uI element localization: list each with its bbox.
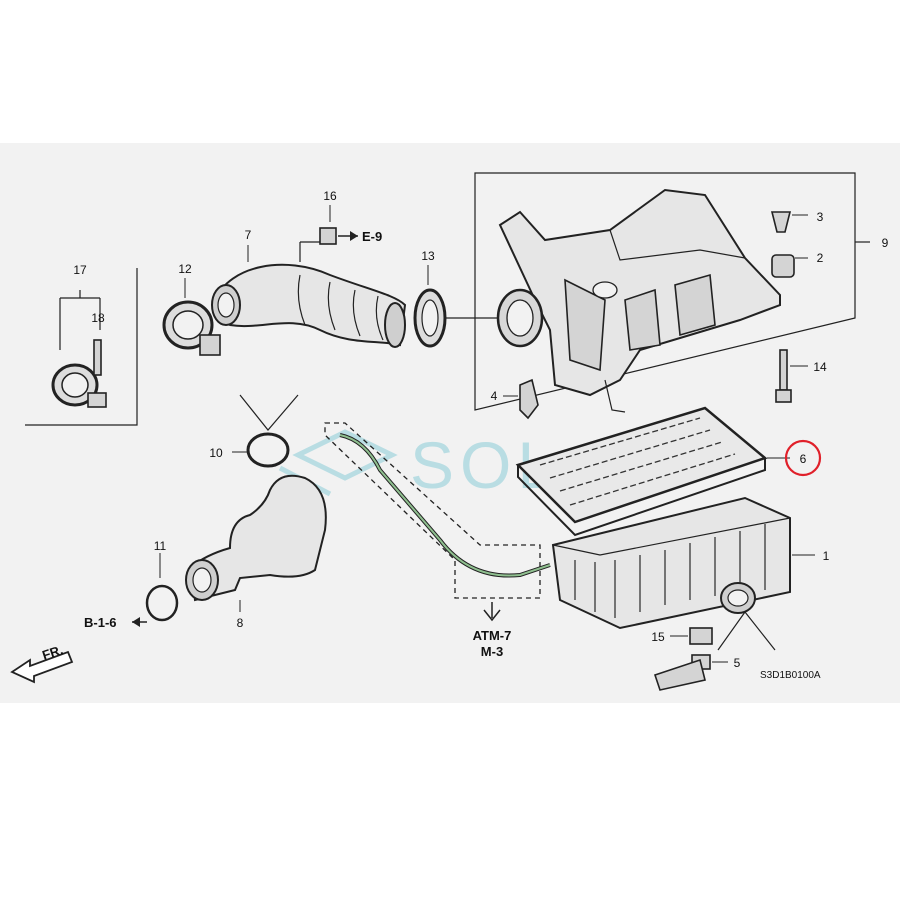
callout-15: 15 [651, 630, 665, 644]
callout-4: 4 [491, 389, 498, 403]
drain-parts [653, 611, 776, 691]
part-7-intake-duct [211, 241, 407, 348]
callout-10: 10 [209, 446, 223, 460]
callout-3: 3 [817, 210, 824, 224]
part-10-clamp [232, 394, 299, 468]
part-4-grommet [503, 378, 539, 420]
callout-2: 2 [817, 251, 824, 265]
part-6-air-filter [515, 406, 822, 537]
ref-e9: E-9 [362, 229, 382, 244]
part-16-clip [319, 205, 358, 245]
part-9-assembly-bracket [474, 172, 870, 411]
part-12-clamp [162, 278, 221, 356]
callout-16: 16 [323, 189, 337, 203]
callout-5: 5 [734, 656, 741, 670]
upper-housing-cover [496, 188, 781, 413]
front-direction-arrow: FR. [10, 642, 74, 684]
callout-6: 6 [800, 452, 807, 466]
callout-14: 14 [813, 360, 827, 374]
part-1-lower-housing [551, 496, 815, 630]
ref-m3: M-3 [481, 644, 503, 659]
callout-18: 18 [91, 311, 105, 325]
callout-13: 13 [421, 249, 435, 263]
part-13-clamp [413, 265, 500, 348]
clamp-set-box [25, 268, 138, 426]
callout-1: 1 [823, 549, 830, 563]
ref-b16: B-1-6 [84, 615, 117, 630]
callout-11: 11 [154, 539, 167, 553]
callout-8: 8 [237, 616, 244, 630]
drawing-code: S3D1B0100A [760, 670, 821, 681]
bolts-and-grommets [770, 211, 808, 403]
part-8-resonator-duct [185, 474, 327, 612]
fr-label: FR. [40, 642, 65, 663]
highlight-ring [784, 439, 822, 477]
callout-9: 9 [882, 236, 889, 250]
part-11-clamp [132, 553, 179, 627]
callout-17: 17 [73, 263, 87, 277]
vent-tube-route [324, 422, 551, 622]
callout-12: 12 [178, 262, 192, 276]
ref-atm7: ATM-7 [473, 628, 512, 643]
callout-7: 7 [245, 228, 252, 242]
